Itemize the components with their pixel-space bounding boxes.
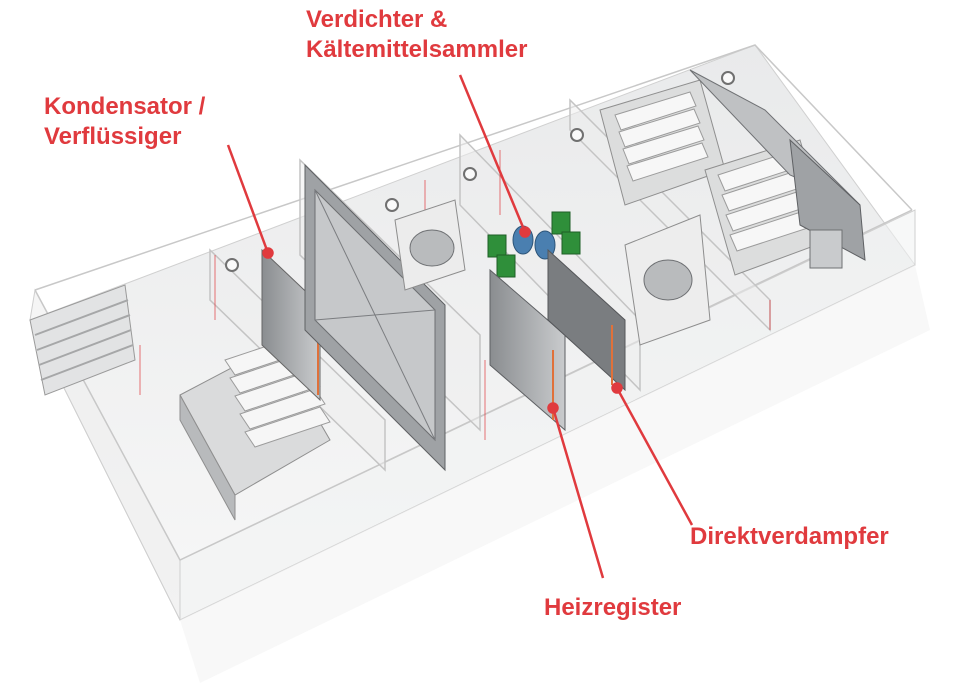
label-verdichter-line1: Verdichter & — [306, 6, 448, 33]
housing-back-edge — [34, 44, 913, 291]
fan-unit-right — [624, 214, 711, 346]
label-kondensator-line1: Kondensator / — [44, 93, 206, 120]
label-heizregister-text: Heizregister — [544, 594, 682, 621]
label-verdichter-line2: Kältemittelsammler — [306, 36, 528, 63]
leader-lines — [226, 74, 694, 579]
filter-bank-right-upper — [599, 79, 726, 206]
label-kondensator-line2: Verflüssiger — [44, 123, 182, 150]
direct-evaporator — [547, 248, 626, 392]
compressor-group — [487, 211, 581, 278]
fan-unit-upper — [394, 199, 466, 291]
floor-reflection — [180, 265, 930, 683]
label-kondensator: Kondensator / Verflüssiger — [44, 92, 205, 152]
label-direktverdampfer-text: Direktverdampfer — [690, 523, 889, 550]
label-heizregister: Heizregister — [544, 593, 681, 623]
rotary-heat-exchanger — [304, 163, 446, 472]
label-direktverdampfer: Direktverdampfer — [690, 522, 889, 552]
label-verdichter: Verdichter & Kältemittelsammler — [306, 5, 527, 65]
left-intake-louvre — [29, 284, 136, 396]
plate-heat-exchanger-right — [689, 69, 866, 269]
portholes — [225, 71, 735, 272]
